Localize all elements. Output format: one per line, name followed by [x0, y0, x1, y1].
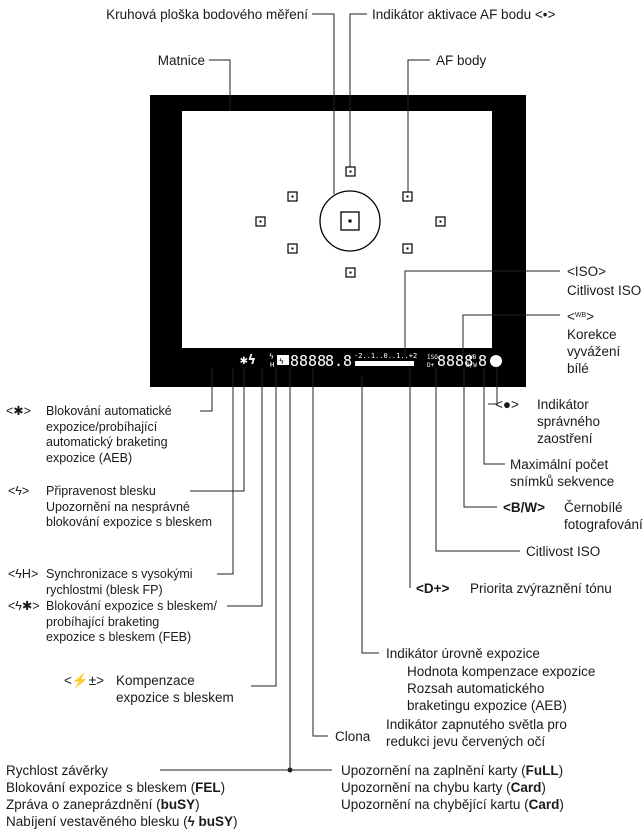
aperture-digits: 8.8: [325, 352, 352, 370]
iso-digits: 8888: [437, 352, 473, 370]
label-iso-tag: <ISO>: [567, 264, 607, 279]
label-ae-lock-tag: <✱>: [6, 404, 32, 418]
viewfinder-screen: [182, 111, 492, 348]
label-bottom-right: Upozornění na zaplnění karty (FuLL) Upoz…: [341, 763, 564, 812]
label-hss-tag: <ϟH>: [8, 567, 39, 581]
label-iso-2: Citlivost ISO: [526, 544, 601, 559]
svg-text:ϟ: ϟ: [279, 357, 284, 366]
svg-text:-2..1..0..1..+2: -2..1..0..1..+2: [354, 352, 417, 360]
label-dplus-tag: <D+>: [416, 581, 450, 596]
leader-lines: [160, 13, 560, 771]
label-fel-tag: <ϟ✱>: [8, 599, 40, 613]
svg-text:ϟ: ϟ: [269, 352, 274, 361]
label-bw-tag: <B/W>: [503, 500, 546, 515]
label-af-points: AF body: [436, 53, 487, 68]
label-iso: Citlivost ISO: [567, 283, 642, 298]
label-af-activation: Indikátor aktivace AF bodu <•>: [372, 7, 556, 22]
label-flash-ready: Připravenost blesku Upozornění na nesprá…: [46, 484, 213, 529]
label-redeye: Indikátor zapnutého světla pro redukci j…: [386, 717, 567, 749]
shutter-digits: 8888: [290, 352, 326, 370]
label-hss: Synchronizace s vysokými rychlostmi (ble…: [46, 567, 193, 597]
label-dplus: Priorita zvýraznění tónu: [470, 581, 612, 596]
svg-text:✱ϟ: ✱ϟ: [240, 353, 256, 368]
label-exposure-level: Indikátor úrovně expozice: [386, 646, 540, 661]
svg-text:H: H: [270, 361, 274, 369]
viewfinder-info-display: ✱ϟ ϟ H ϟ 8888 8.8 -2..1..0..1..+2 ISO D+…: [240, 352, 502, 370]
spot-metering-circle: [319, 190, 381, 252]
wb-icon: WB: [574, 312, 587, 319]
svg-text:B/W: B/W: [466, 362, 477, 369]
label-focus-tag: <●>: [495, 397, 519, 412]
label-bw: Černobílé fotografování: [564, 500, 643, 532]
label-fec-tag: <⚡±>: [64, 673, 104, 688]
label-exposure-sub: Hodnota kompenzace expozice Rozsah autom…: [407, 664, 596, 713]
label-ae-lock: Blokování automatické expozice/probíhají…: [46, 404, 172, 465]
label-fec: Kompenzace expozice s bleskem: [116, 673, 234, 705]
label-bottom-left: Rychlost závěrky Blokování expozice s bl…: [6, 763, 238, 829]
label-spot-circle: Kruhová ploška bodového měření: [106, 7, 308, 22]
label-aperture: Clona: [335, 729, 371, 744]
label-focus: Indikátor správného zaostření: [537, 397, 601, 446]
label-max-burst: Maximální počet snímků sekvence: [510, 457, 615, 489]
svg-text:ISO: ISO: [427, 354, 438, 361]
label-fel: Blokování expozice s bleskem/ probíhajíc…: [46, 599, 217, 644]
label-wb-tag: <WB>: [567, 309, 595, 324]
label-wb: Korekce vyvážení bílé: [567, 327, 621, 376]
label-screen: Matnice: [157, 53, 205, 68]
center-af-point: [340, 211, 360, 231]
burst-digit: 8: [478, 352, 487, 370]
svg-text:D+: D+: [427, 362, 435, 369]
label-flash-ready-tag: <ϟ>: [8, 484, 30, 498]
svg-text:WB: WB: [469, 354, 477, 361]
